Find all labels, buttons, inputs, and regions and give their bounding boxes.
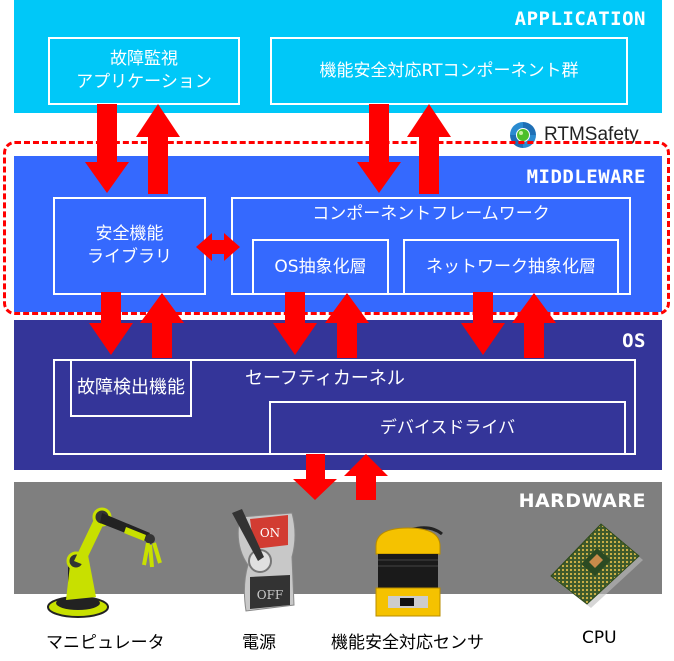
safety-sensor-caption: 機能安全対応センサ xyxy=(331,633,484,653)
power-caption: 電源 xyxy=(242,633,276,653)
fault-monitor-app-box: 故障監視 アプリケーション xyxy=(48,37,240,105)
cpu-caption: CPU xyxy=(582,628,617,648)
fault-monitor-app-label: 故障監視 アプリケーション xyxy=(76,49,212,92)
safety-sensor-icon xyxy=(375,526,443,617)
safety-kernel-label: セーフティカーネル xyxy=(245,368,405,389)
component-framework-label: コンポーネントフレームワーク xyxy=(312,204,550,224)
middleware-layer: MIDDLEWARE 安全機能 ライブラリ コンポーネントフレームワーク OS抽… xyxy=(14,156,662,312)
switch-on-text: ON xyxy=(260,526,280,540)
os-abstraction-box: OS抽象化層 xyxy=(252,239,389,295)
power-switch-icon: ON OFF xyxy=(232,509,296,612)
device-driver-label: デバイスドライバ xyxy=(379,417,516,438)
application-layer: APPLICATION 故障監視 アプリケーション 機能安全対応RTコンポーネン… xyxy=(14,0,662,113)
safety-library-label: 安全機能 ライブラリ xyxy=(87,224,172,267)
cpu-chip-icon xyxy=(550,523,643,608)
application-layer-label: APPLICATION xyxy=(514,8,646,30)
switch-off-text: OFF xyxy=(257,588,284,602)
os-layer: OS セーフティカーネル 故障検出機能 デバイスドライバ xyxy=(14,320,662,470)
middleware-layer-label: MIDDLEWARE xyxy=(526,166,646,188)
network-abstraction-box: ネットワーク抽象化層 xyxy=(403,239,619,295)
os-layer-label: OS xyxy=(622,330,646,352)
rtmsafety-boundary xyxy=(3,141,670,315)
network-abstraction-label: ネットワーク抽象化層 xyxy=(426,256,596,277)
os-abstraction-label: OS抽象化層 xyxy=(274,256,367,277)
manipulator-caption: マニピュレータ xyxy=(46,633,165,653)
hardware-layer-label: HARDWARE xyxy=(518,490,646,512)
rtmsafety-logo-text: RTMSafety xyxy=(544,124,639,145)
fault-detection-label: 故障検出機能 xyxy=(77,376,185,398)
device-driver-box: デバイスドライバ xyxy=(269,401,626,455)
fault-detection-box: 故障検出機能 xyxy=(70,359,192,417)
robot-arm-icon xyxy=(47,507,162,618)
rt-components-box: 機能安全対応RTコンポーネント群 xyxy=(270,37,628,105)
rt-components-label: 機能安全対応RTコンポーネント群 xyxy=(319,60,579,81)
